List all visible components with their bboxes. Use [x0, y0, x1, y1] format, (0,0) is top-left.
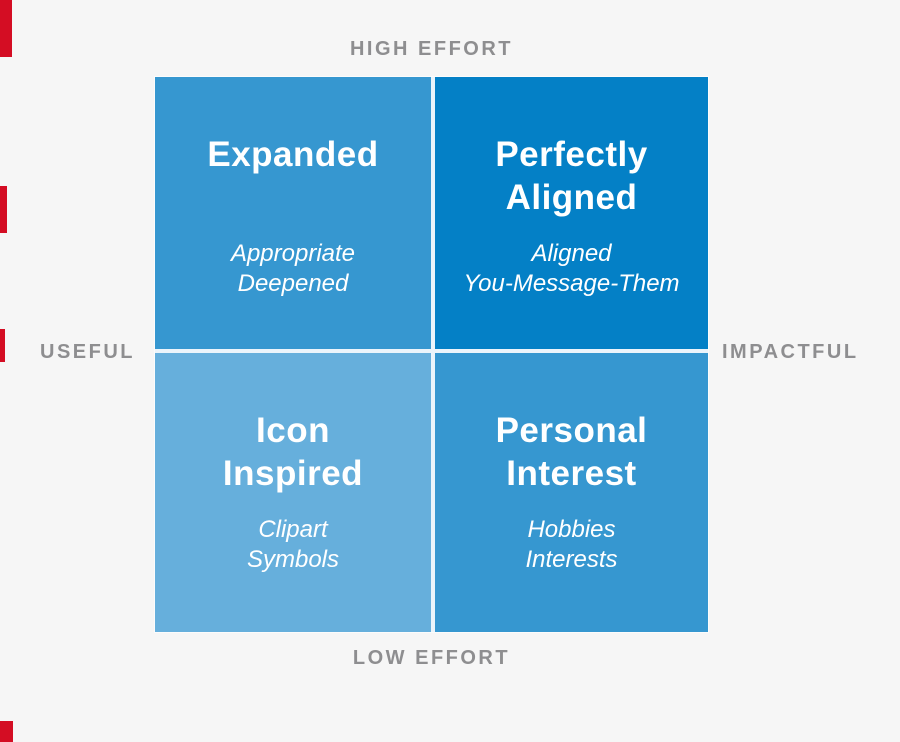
red-edge-mark — [0, 186, 7, 233]
quadrant-title: Perfectly Aligned — [495, 135, 648, 217]
axis-label-impactful: IMPACTFUL — [722, 341, 859, 363]
quadrant-title: Personal Interest — [495, 411, 648, 493]
quadrant-subtitle: Aligned You-Message-Them — [463, 240, 680, 297]
red-edge-mark — [0, 329, 5, 362]
quadrant-bottom-left-icon-inspired: Icon Inspired Clipart Symbols — [155, 353, 431, 632]
quadrant-subtitle: Hobbies Interests — [525, 516, 618, 573]
quadrant-subtitle: Clipart Symbols — [246, 516, 340, 573]
quadrant-subtitle: Appropriate Deepened — [230, 240, 356, 297]
quadrant-grid: Expanded Appropriate Deepened Perfectly … — [154, 76, 709, 633]
axis-label-useful: USEFUL — [40, 341, 135, 363]
axis-label-high-effort: HIGH EFFORT — [349, 38, 514, 60]
quadrant-title: Icon Inspired — [222, 411, 364, 493]
red-edge-mark — [0, 721, 13, 742]
axis-label-low-effort: LOW EFFORT — [352, 647, 511, 669]
quadrant-bottom-right-personal-interest: Personal Interest Hobbies Interests — [435, 353, 708, 632]
quadrant-top-left-expanded: Expanded Appropriate Deepened — [155, 77, 431, 349]
red-edge-mark — [0, 0, 12, 57]
quadrant-title: Expanded — [207, 135, 379, 174]
quadrant-top-right-perfectly-aligned: Perfectly Aligned Aligned You-Message-Th… — [435, 77, 708, 349]
